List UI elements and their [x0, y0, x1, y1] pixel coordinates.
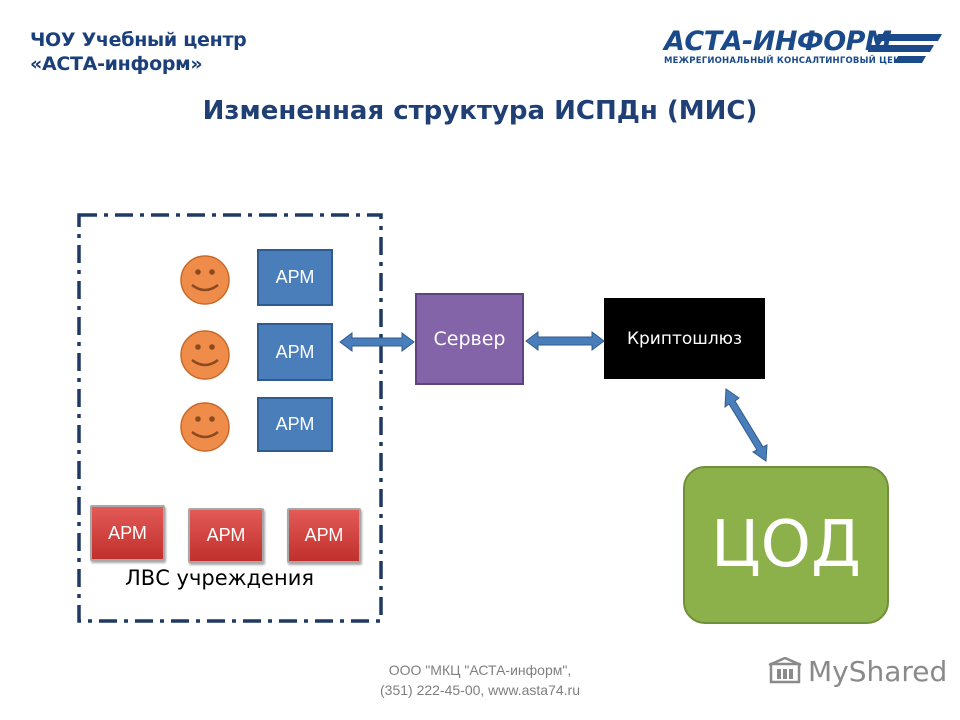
brand-name: АСТА-ИНФОРМ [664, 26, 892, 57]
datacenter-box: ЦОД [683, 466, 889, 624]
smiley-icon [180, 330, 230, 380]
workstation-box: АРМ [90, 505, 165, 561]
org-logo-line1: ЧОУ Учебный центр [30, 29, 247, 51]
myshared-icon [768, 656, 802, 683]
smiley-icon [180, 402, 230, 452]
workstation-box: АРМ [257, 249, 333, 306]
watermark-text: MyShared [808, 655, 948, 688]
double-arrow-icon [724, 388, 768, 462]
slide-title: Измененная структура ИСПДн (МИС) [202, 96, 758, 126]
double-arrow-icon [525, 331, 605, 351]
smiley-icon [180, 255, 230, 305]
lan-label: ЛВС учреждения [125, 566, 314, 590]
crypto-gateway-box: Криптошлюз [604, 298, 765, 379]
brand-stripes-icon [868, 34, 942, 63]
lan-boundary [77, 213, 383, 623]
workstation-box: АРМ [257, 323, 333, 381]
workstation-box: АРМ [188, 508, 264, 563]
watermark: MyShared [768, 655, 947, 688]
workstation-box: АРМ [257, 397, 333, 452]
double-arrow-icon [339, 332, 415, 352]
workstation-box: АРМ [287, 508, 361, 563]
brand-logo: АСТА-ИНФОРМ МЕЖРЕГИОНАЛЬНЫЙ КОНСАЛТИНГОВ… [664, 26, 944, 70]
footer-contacts: ООО "МКЦ "АСТА-информ", (351) 222-45-00,… [330, 660, 630, 700]
footer-line1: ООО "МКЦ "АСТА-информ", [388, 662, 572, 678]
footer-line2: (351) 222-45-00, www.asta74.ru [380, 682, 580, 698]
org-logo: ЧОУ Учебный центр «АСТА-информ» [30, 28, 247, 76]
server-box: Сервер [415, 293, 524, 385]
brand-subtitle: МЕЖРЕГИОНАЛЬНЫЙ КОНСАЛТИНГОВЫЙ ЦЕНТР [664, 56, 913, 66]
org-logo-line2: «АСТА-информ» [30, 53, 203, 75]
